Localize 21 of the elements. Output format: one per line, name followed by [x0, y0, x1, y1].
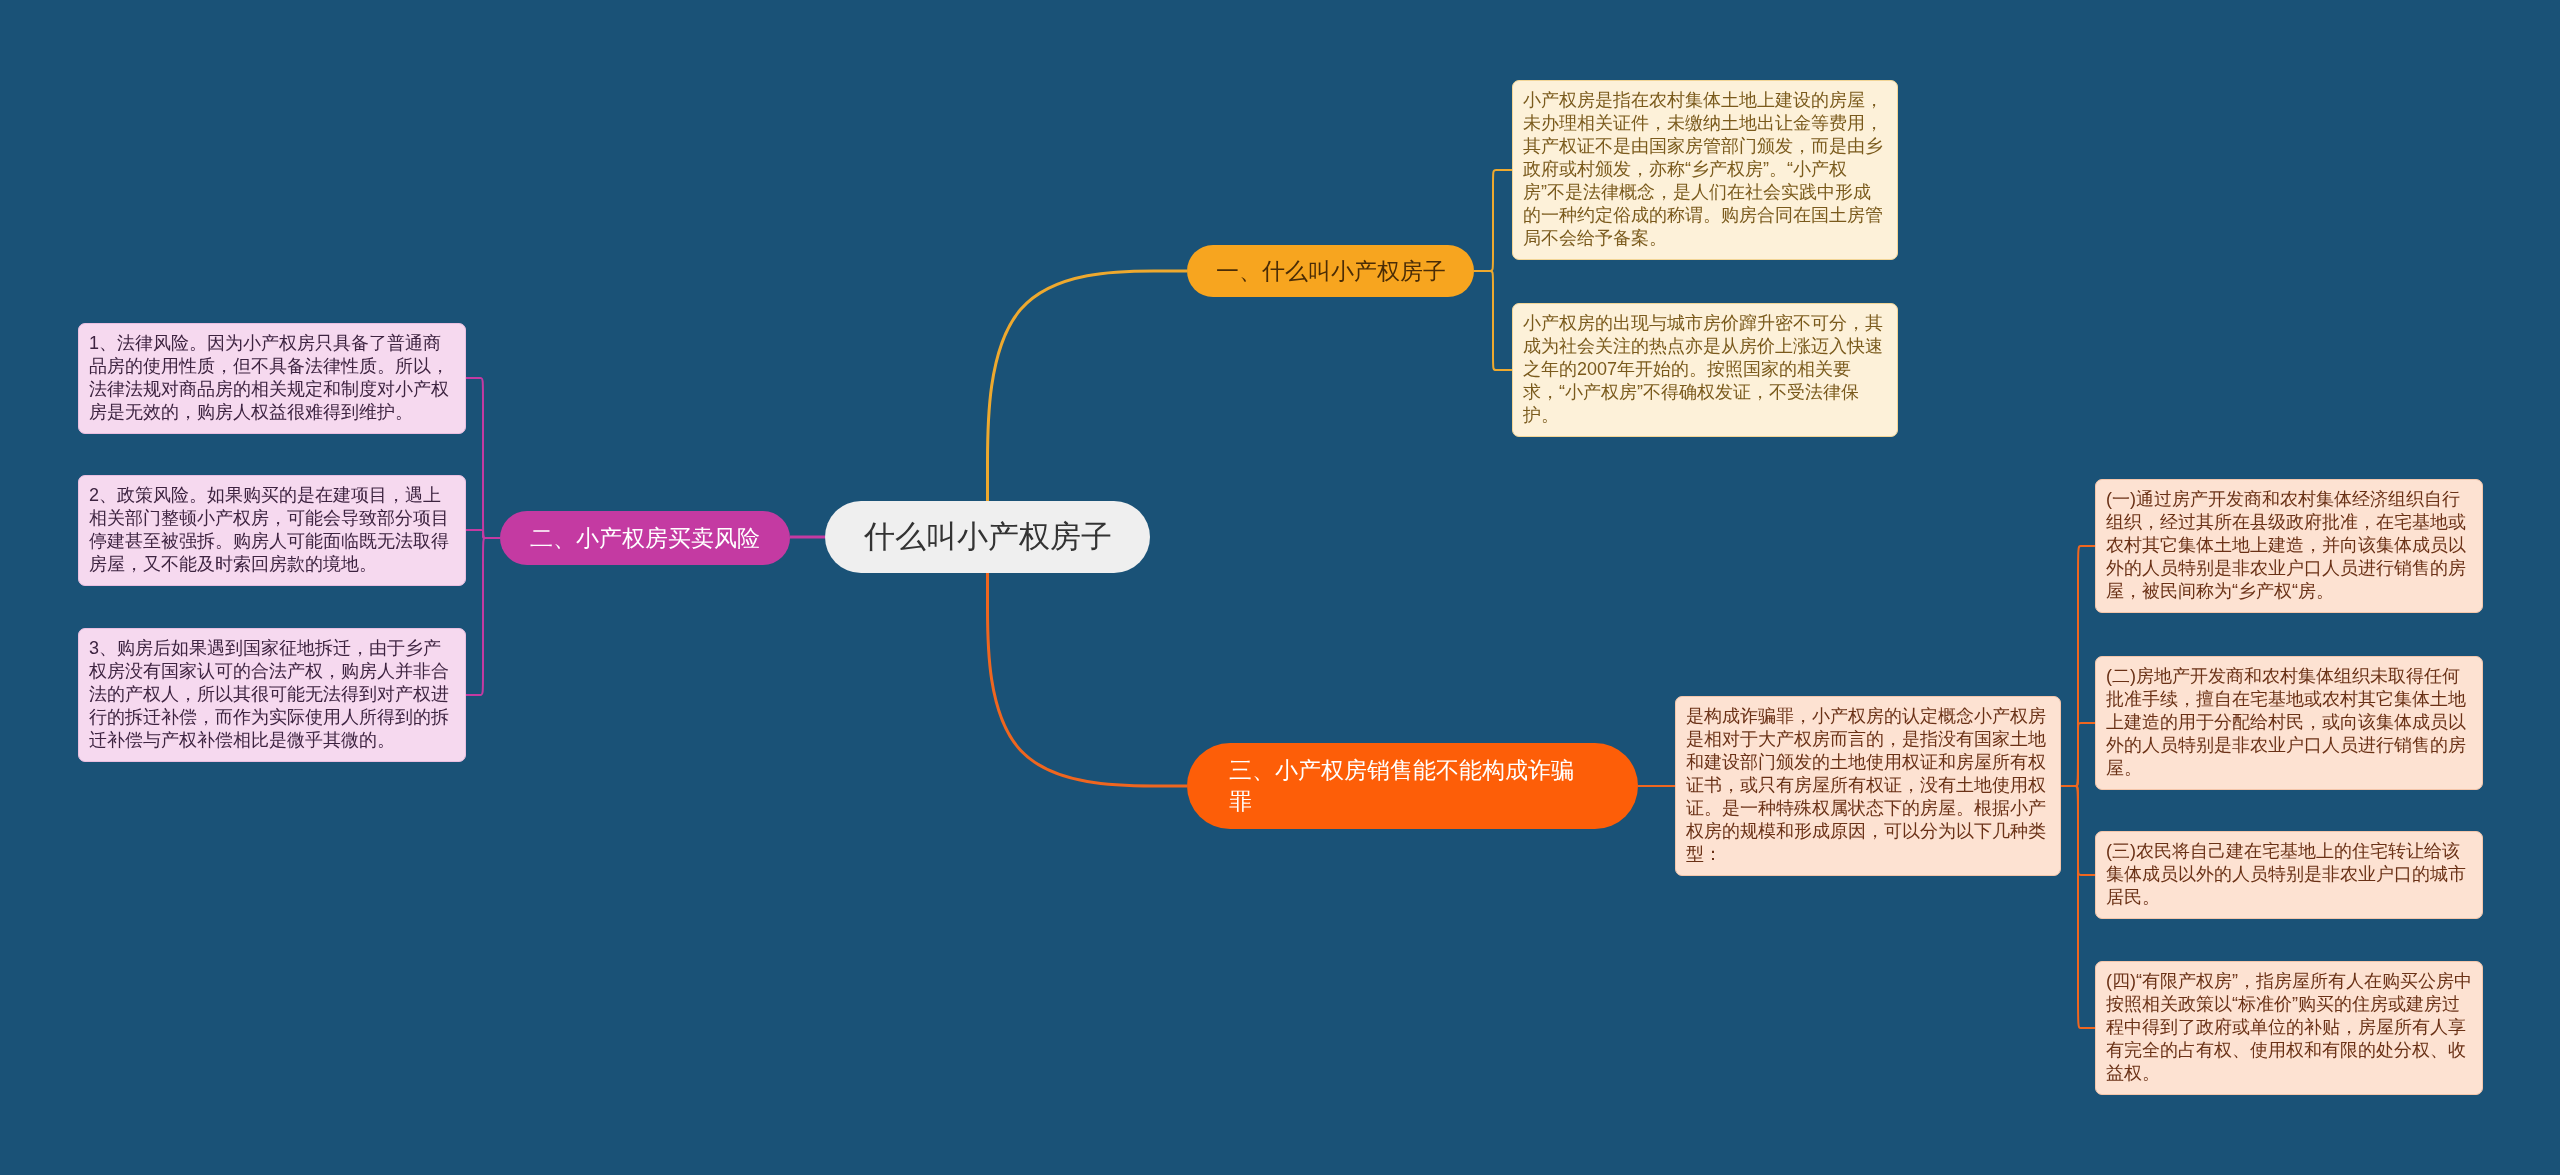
- connector-line: [1473, 270, 1513, 371]
- note-card: 小产权房是指在农村集体土地上建设的房屋，未办理相关证件，未缴纳土地出让金等费用，其产权证不是由国家房管部门颁发，而是由乡政府或村颁发，亦称“乡产权房”。“小产权房”不是法律概念，是人们在社会实践中形成的一种约定俗成的称谓。购房合同在国土房管局不会给予备案。: [1512, 80, 1898, 260]
- branch-topic: 三、小产权房销售能不能构成诈骗罪: [1187, 743, 1638, 829]
- branch-topic: 二、小产权房买卖风险: [500, 511, 790, 565]
- note-card: (一)通过房产开发商和农村集体经济组织自行组织，经过其所在县级政府批准，在宅基地或农村其它集体土地上建造，并向该集体成员以外的人员特别是非农业户口人员进行销售的房屋，被民间称为“乡产权“房。: [2095, 479, 2483, 613]
- note-card: (二)房地产开发商和农村集体组织未取得任何批准手续，擅自在宅基地或农村其它集体土地上建造的用于分配给村民，或向该集体成员以外的人员特别是非农业户口人员进行销售的房屋。: [2095, 656, 2483, 790]
- note-card: 是构成诈骗罪，小产权房的认定概念小产权房是相对于大产权房而言的，是指没有国家土地和建设部门颁发的土地使用权证和房屋所有权证书，或只有房屋所有权证，没有土地使用权证。是一种特殊权属状态下的房屋。根据小产权房的规模和形成原因，可以分为以下几种类型：: [1675, 696, 2061, 876]
- connector-line: [1637, 785, 1676, 787]
- connector-line: [790, 535, 825, 539]
- note-card: 1、法律风险。因为小产权房只具备了普通商品房的使用性质，但不具备法律性质。所以，法律法规对商品房的相关规定和制度对小产权房是无效的，购房人权益很难得到维护。: [78, 322, 466, 434]
- note-card: (三)农民将自己建在宅基地上的住宅转让给该集体成员以外的人员特别是非农业户口的城市居民。: [2095, 831, 2483, 919]
- central-topic: 什么叫小产权房子: [825, 501, 1150, 573]
- branch-topic: 一、什么叫小产权房子: [1187, 245, 1474, 297]
- connector-line: [465, 537, 501, 696]
- connector-line: [986, 269, 1187, 501]
- note-card: (四)“有限产权房”，指房屋所有人在购买公房中按照相关政策以“标准价”购买的住房或建房过程中得到了政府或单位的补贴，房屋所有人享有完全的占有权、使用权和有限的处分权、收益权。: [2095, 961, 2483, 1095]
- connector-line: [2060, 785, 2096, 1029]
- note-card: 小产权房的出现与城市房价蹿升密不可分，其成为社会关注的热点亦是从房价上涨迈入快速之年的2007年开始的。按照国家的相关要求，“小产权房”不得确权发证，不受法律保护。: [1512, 303, 1898, 437]
- connector-line: [986, 573, 1187, 788]
- note-card: 2、政策风险。如果购买的是在建项目，遇上相关部门整顿小产权房，可能会导致部分项目停建甚至被强拆。购房人可能面临既无法取得房屋，又不能及时索回房款的境地。: [78, 474, 466, 586]
- note-card: 3、购房后如果遇到国家征地拆迁，由于乡产权房没有国家认可的合法产权，购房人并非合法的产权人，所以其很可能无法得到对产权进行的拆迁补偿，而作为实际使用人所得到的拆迁补偿与产权补偿相比是微乎其微的。: [78, 628, 466, 762]
